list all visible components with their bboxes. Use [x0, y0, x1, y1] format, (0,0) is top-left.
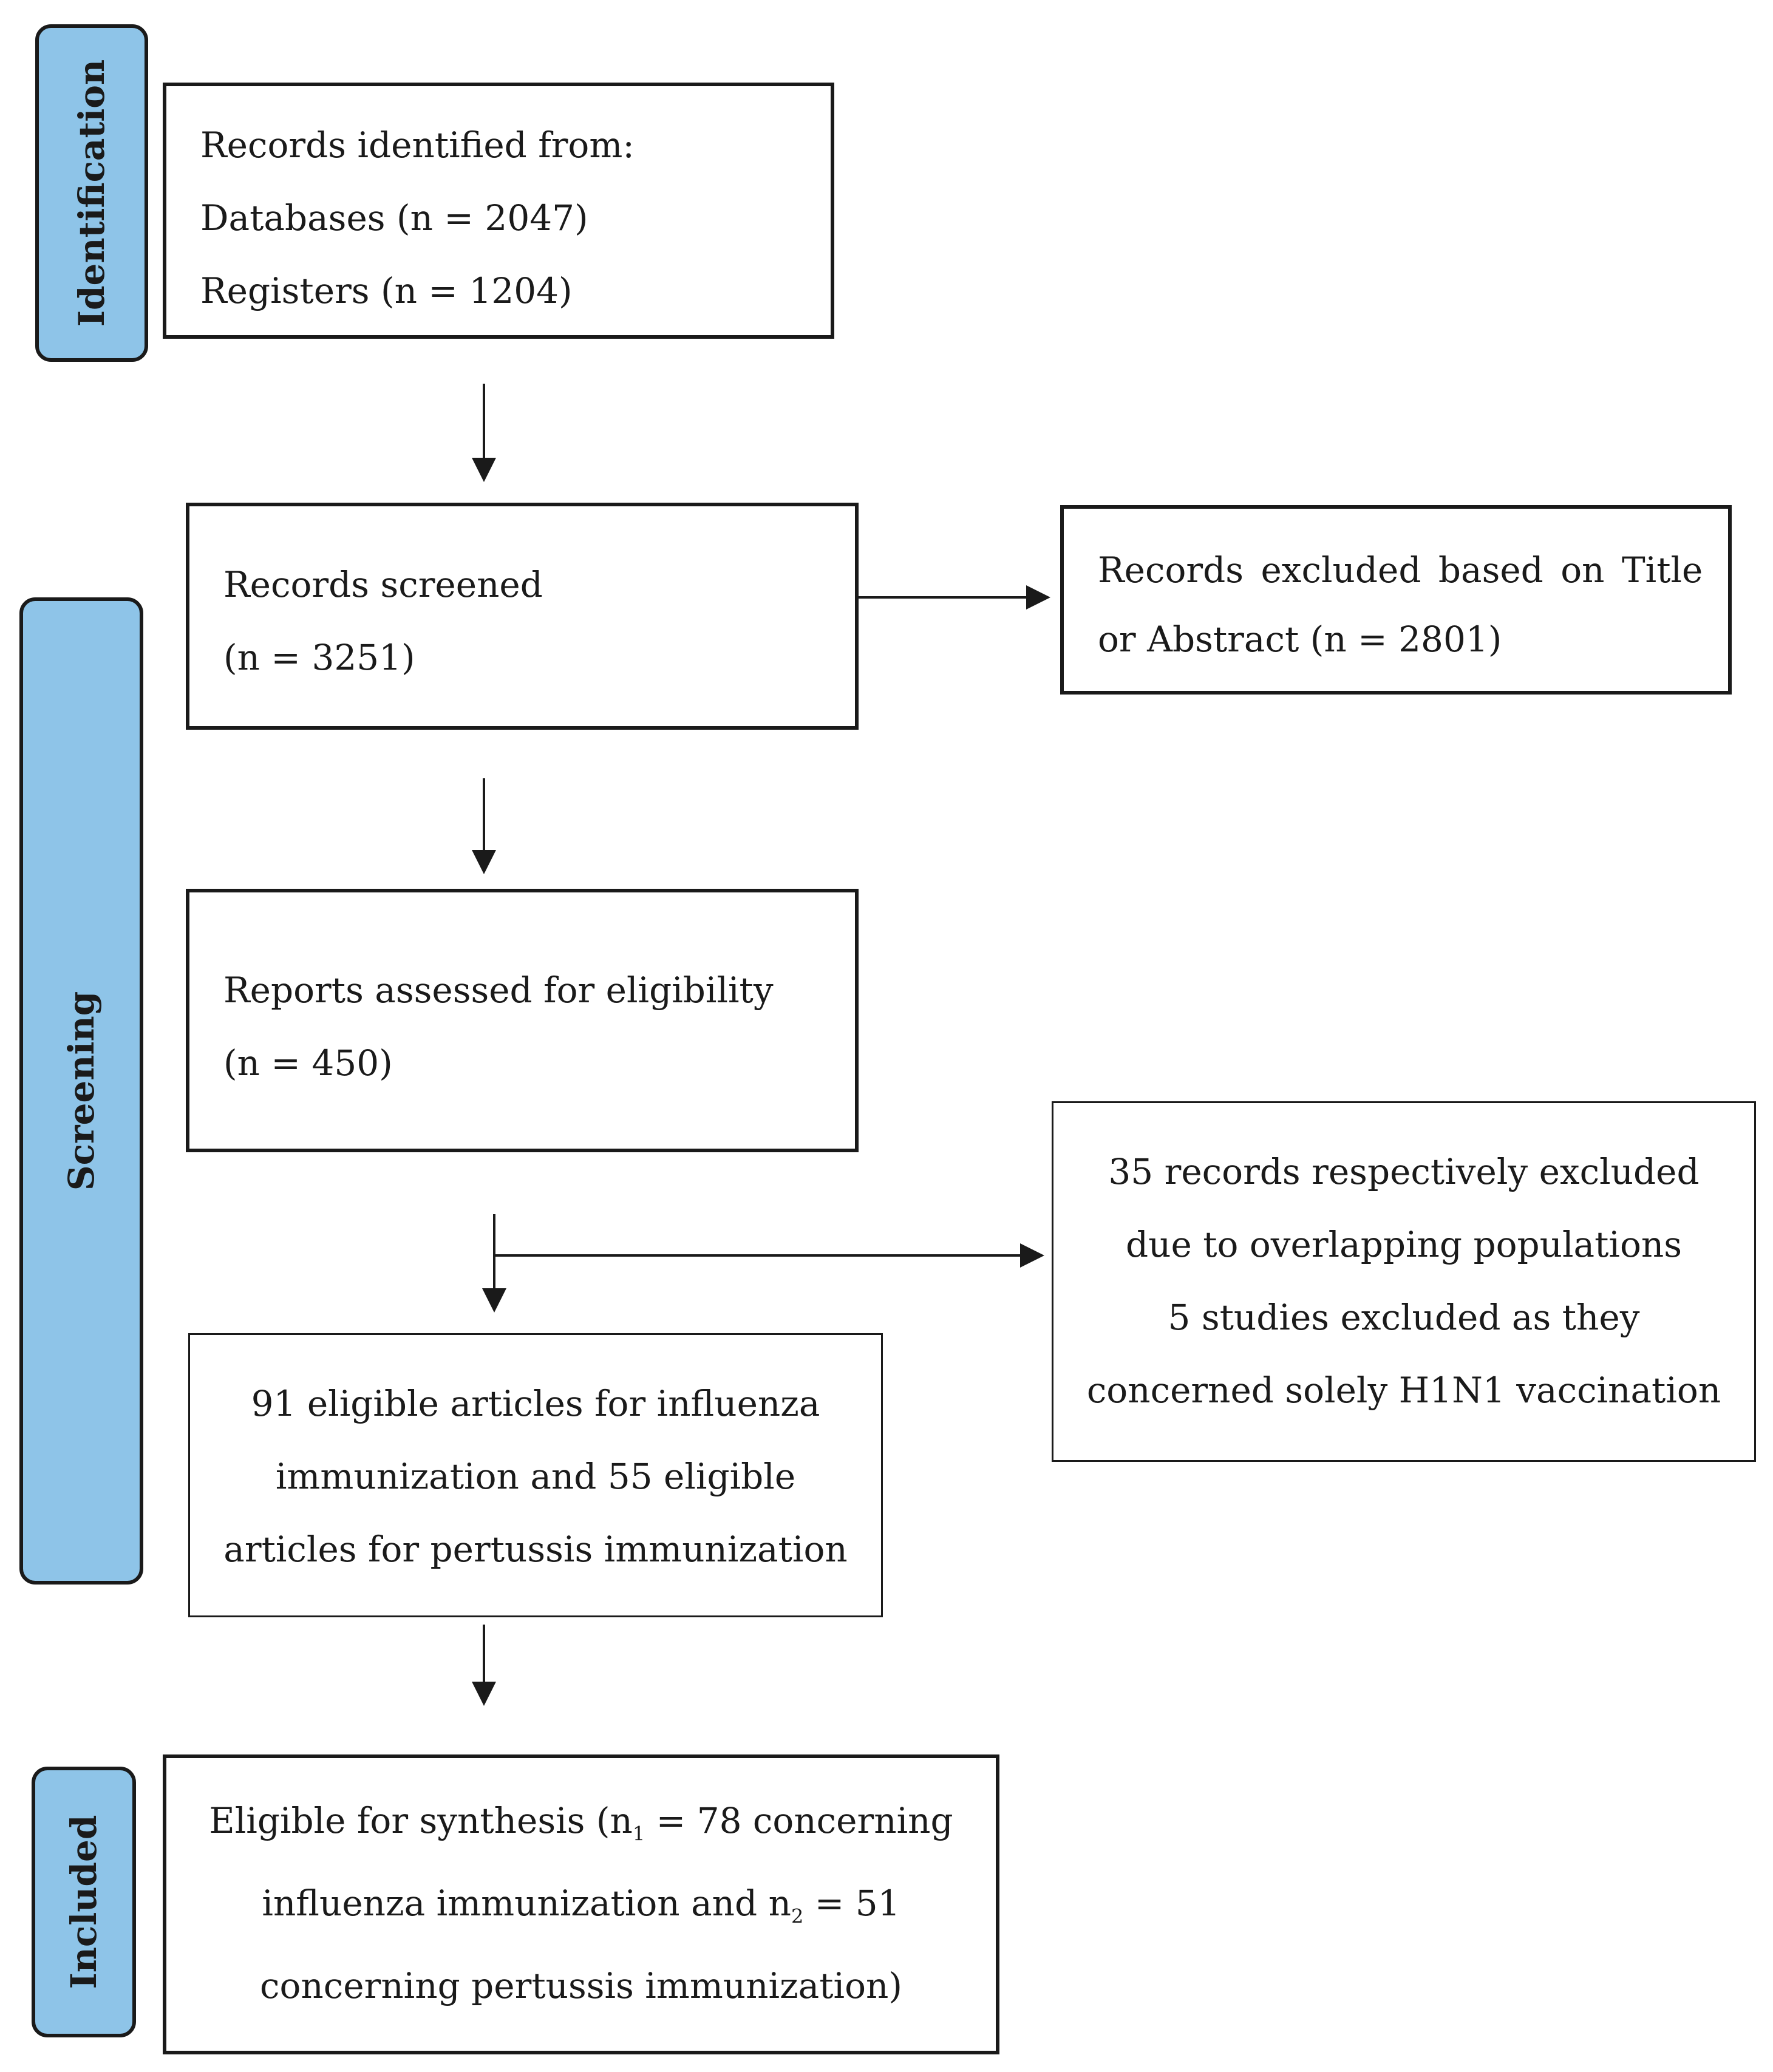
- overlap-exclusion-line-4: concerned solely H1N1 vaccination: [1086, 1370, 1721, 1411]
- records-excluded-line-1: Records excluded based on Title: [1098, 549, 1703, 591]
- reports-assessed-count: (n = 450): [223, 1042, 393, 1084]
- eligible-articles-box: 91 eligible articles for influenza immun…: [188, 1333, 883, 1617]
- eligible-synthesis-line-2-prefix: influenza immunization and n: [262, 1883, 791, 1924]
- phase-included: Included: [32, 1767, 136, 2037]
- registers-count: Registers (n = 1204): [200, 270, 573, 311]
- records-excluded-line-2: or Abstract (n = 2801): [1098, 619, 1502, 660]
- overlap-exclusion-box: 35 records respectively excluded due to …: [1052, 1101, 1756, 1462]
- eligible-articles-line-1: 91 eligible articles for influenza: [251, 1383, 820, 1424]
- reports-assessed-label: Reports assessed for eligibility: [223, 970, 774, 1011]
- eligible-synthesis-line-2-suffix: = 51: [803, 1883, 900, 1924]
- overlap-exclusion-line-1: 35 records respectively excluded: [1108, 1151, 1700, 1192]
- records-screened-label: Records screened: [223, 564, 543, 605]
- subscript-2: 2: [791, 1904, 804, 1928]
- overlap-exclusion-line-2: due to overlapping populations: [1125, 1224, 1683, 1265]
- eligible-synthesis-line-1-prefix: Eligible for synthesis (n: [209, 1800, 633, 1841]
- phase-screening: Screening: [19, 597, 143, 1585]
- eligible-synthesis-line-1-suffix: = 78 concerning: [645, 1800, 953, 1841]
- eligible-synthesis-line-1: Eligible for synthesis (n1 = 78 concerni…: [166, 1803, 996, 1844]
- phase-identification: Identification: [35, 24, 148, 362]
- eligible-synthesis-line-3: concerning pertussis immunization): [260, 1965, 902, 2006]
- records-identified-heading: Records identified from:: [200, 124, 635, 166]
- eligible-synthesis-box: Eligible for synthesis (n1 = 78 concerni…: [163, 1754, 999, 2054]
- records-identified-box: Records identified from: Databases (n = …: [163, 83, 834, 339]
- eligible-articles-line-2: immunization and 55 eligible: [275, 1456, 796, 1497]
- subscript-1: 1: [632, 1822, 645, 1846]
- overlap-exclusion-line-3: 5 studies excluded as they: [1168, 1297, 1640, 1338]
- databases-count: Databases (n = 2047): [200, 197, 588, 239]
- records-excluded-box: Records excluded based on Title or Abstr…: [1060, 505, 1732, 695]
- eligible-articles-line-3: articles for pertussis immunization: [223, 1529, 848, 1570]
- records-screened-box: Records screened (n = 3251): [186, 503, 859, 730]
- eligible-synthesis-line-2: influenza immunization and n2 = 51: [166, 1886, 996, 1926]
- records-screened-count: (n = 3251): [223, 637, 415, 678]
- reports-assessed-box: Reports assessed for eligibility (n = 45…: [186, 889, 859, 1152]
